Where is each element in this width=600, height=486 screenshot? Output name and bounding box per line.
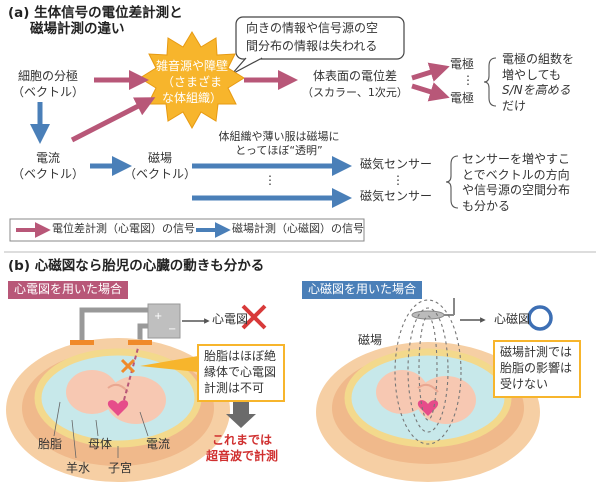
- mcg-note-line1: 磁場計測では: [500, 345, 573, 359]
- sensor-note-line1: センサーを増やすこ: [462, 152, 571, 166]
- section-b-title: (b) 心磁図なら胎児の心臓の動きも分かる: [8, 258, 265, 274]
- section-a-title-line2: 磁場計測の違い: [30, 20, 125, 37]
- legend-ecg-label: 電位差計測（心電図）の信号: [52, 222, 195, 235]
- cell-line2: （ベクトル）: [11, 85, 84, 100]
- sensor-note-line3: や信号源の空間分布: [462, 183, 571, 198]
- field-line1: 磁場: [147, 151, 172, 165]
- minus-sign: −: [168, 324, 177, 335]
- speech-bubble: [231, 16, 405, 75]
- ecg-note-line3: 計測は不可: [204, 381, 265, 396]
- mcg-label: 心磁図: [494, 312, 531, 326]
- electrode-1: 電極: [450, 57, 475, 71]
- ecg-scene: [6, 303, 230, 482]
- burst-line1: 雑音源や障壁: [155, 59, 228, 73]
- mcg-note: 磁場計測では 胎脂の影響は 受けない: [500, 344, 572, 393]
- transparent-line2: とってほぼ“透明”: [235, 144, 323, 158]
- speech-line1: 向きの情報や信号源の空: [246, 21, 379, 35]
- magnetic-field: 磁場 （ベクトル）: [120, 150, 200, 182]
- speech-line2: 間分布の情報は失われる: [246, 39, 378, 53]
- ecg-note: 胎脂はほぼ絶 縁体で心電図 計測は不可: [204, 348, 276, 397]
- sensor-brace: [445, 155, 459, 209]
- electrode-dots: ⋮: [462, 73, 474, 87]
- transparent-note: 体組織や薄い服は磁場に とってほぼ“透明”: [204, 130, 354, 159]
- label-field: 磁場: [358, 333, 383, 347]
- cell-polarization: 細胞の分極 （ベクトル）: [8, 68, 88, 100]
- ecg-note-line1: 胎脂はほぼ絶: [204, 349, 277, 363]
- arrow-to-electrode-2: [411, 82, 450, 102]
- legend-mcg-label: 磁場計測（心磁図）の信号: [232, 222, 364, 235]
- mcg-tab: 心磁図を用いた場合: [302, 281, 423, 299]
- ultrasound-line2: 超音波で計測: [205, 449, 278, 464]
- cell-line1: 細胞の分極: [17, 69, 78, 83]
- arrow-to-electrode-1: [411, 62, 450, 82]
- electrode-brace: [483, 57, 497, 107]
- speech-text: 向きの情報や信号源の空 間分布の情報は失われる: [246, 19, 378, 55]
- surface-potential: 体表面の電位差 （スカラー、1次元）: [296, 68, 414, 101]
- section-a-title-line1: (a) 生体信号の電位差計測と: [8, 5, 183, 21]
- sensor-2: 磁気センサー: [360, 189, 433, 203]
- plus-sign: +: [154, 311, 163, 322]
- down-arrow: [226, 402, 256, 428]
- electrode-note-line4: だけ: [502, 98, 527, 113]
- ecg-note-pointer: [140, 356, 198, 372]
- mcg-note-line3: 受けない: [500, 377, 549, 392]
- ecg-tab: 心電図を用いた場合: [8, 281, 129, 299]
- mcg-note-line2: 胎脂の影響は: [500, 361, 573, 376]
- current-vector: 電流 （ベクトル）: [8, 150, 88, 182]
- surface-line2: （スカラー、1次元）: [302, 86, 408, 100]
- electrode-note: 電極の組数を 増やしても S/Nを高める だけ: [502, 52, 574, 114]
- ecg-cross-icon: [241, 304, 267, 330]
- ecg-note-line2: 縁体で心電図: [204, 365, 277, 380]
- ultrasound-line1: これまでは: [211, 433, 272, 447]
- label-uterus: 子宮: [108, 461, 133, 475]
- electrode-note-line3: S/Nを高める: [502, 83, 571, 98]
- sensor-note-line4: も分かる: [462, 198, 511, 213]
- sensor-dots: ⋮: [392, 173, 404, 187]
- ecg-note-box: [197, 344, 285, 402]
- sensor-note: センサーを増やすこ とでベクトルの方向 や信号源の空間分布 も分かる: [462, 152, 570, 214]
- noise-burst: [139, 31, 245, 130]
- electrode-note-line1: 電極の組数を: [502, 52, 575, 66]
- burst-line3: な体組織）: [161, 91, 222, 106]
- arrow-current-to-burst: [70, 97, 156, 143]
- sensor-1: 磁気センサー: [360, 157, 433, 171]
- surface-line1: 体表面の電位差: [312, 69, 397, 83]
- mcg-circle-icon: [527, 305, 553, 331]
- ecg-label: 心電図: [212, 312, 249, 326]
- field-dots: ⋮: [264, 173, 276, 187]
- current-line1: 電流: [35, 151, 60, 165]
- electrode-note-line2: 増やしても: [502, 67, 562, 82]
- ultrasound-note: これまでは 超音波で計測: [202, 432, 282, 464]
- label-vernix: 胎脂: [38, 437, 63, 451]
- label-amniotic: 羊水: [66, 461, 91, 475]
- burst-line2: （さまざま: [161, 75, 222, 90]
- burst-text: 雑音源や障壁 （さまざま な体組織）: [150, 58, 234, 107]
- transparent-line1: 体組織や薄い服は磁場に: [218, 130, 340, 143]
- electrode-2: 電極: [450, 91, 475, 105]
- label-mother: 母体: [88, 437, 113, 451]
- section-a-title: (a) 生体信号の電位差計測と 磁場計測の違い: [8, 5, 183, 37]
- field-line2: （ベクトル）: [123, 167, 196, 182]
- legend-box: [9, 218, 365, 242]
- current-line2: （ベクトル）: [11, 167, 84, 182]
- label-current: 電流: [146, 437, 171, 451]
- sensor-note-line2: とでベクトルの方向: [462, 167, 570, 182]
- mcg-note-box: [493, 340, 581, 398]
- mcg-scene: [316, 298, 540, 482]
